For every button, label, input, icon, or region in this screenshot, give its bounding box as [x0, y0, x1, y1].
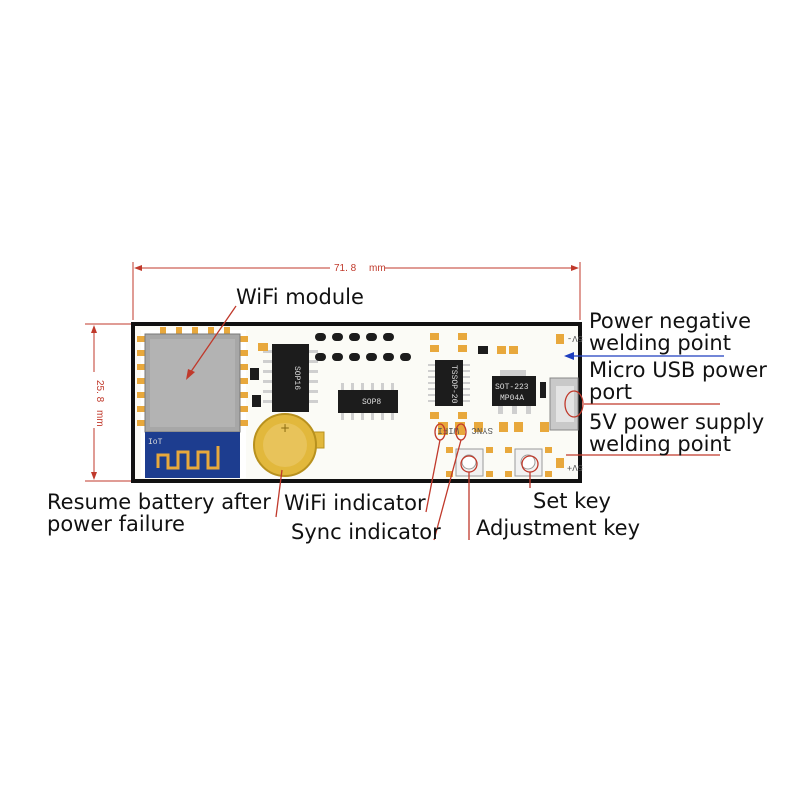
- label-set-key: Set key: [533, 489, 611, 513]
- header-pads: [315, 333, 411, 361]
- wifi-module-mark: IoT: [148, 438, 163, 447]
- label-power-negative-2: welding point: [589, 331, 731, 355]
- silk-5v-neg: 5V-: [567, 333, 583, 343]
- label-wifi-module: WiFi module: [236, 285, 364, 309]
- label-micro-usb-2: port: [589, 380, 633, 404]
- height-dimension: [85, 323, 132, 482]
- label-5v-supply-2: welding point: [589, 432, 731, 456]
- micro-usb-port: [549, 377, 579, 431]
- silk-wifi: WIFI: [437, 425, 459, 435]
- leader-lines: [187, 305, 720, 541]
- sop16-mark: SOP16: [292, 366, 301, 390]
- silk-sync: SYNC: [471, 425, 493, 435]
- tssop20-chip: TSSOP-20: [428, 333, 470, 419]
- width-unit: mm: [369, 263, 386, 274]
- label-adjustment-key: Adjustment key: [476, 516, 641, 540]
- small-components-right: [474, 346, 549, 432]
- width-dimension: [132, 262, 581, 320]
- sop8-mark: SOP8: [362, 398, 381, 407]
- regulator-part: MP04A: [500, 394, 524, 403]
- wifi-module: IoT: [137, 327, 248, 478]
- wifi-module-arrow: [186, 369, 195, 380]
- width-value: 71. 8: [334, 263, 357, 274]
- backup-battery: +: [253, 413, 325, 477]
- silk-5v-pos: 5V+: [567, 462, 583, 472]
- label-battery-2: power failure: [47, 512, 185, 536]
- small-components-left: [250, 343, 268, 407]
- svg-text:+: +: [280, 421, 290, 435]
- label-power-negative-1: Power negative: [589, 309, 752, 333]
- sop16-chip: SOP16: [263, 344, 318, 412]
- label-micro-usb-1: Micro USB power: [589, 358, 767, 382]
- label-wifi-indicator: WiFi indicator: [284, 491, 426, 515]
- sop8-chip: SOP8: [338, 383, 398, 420]
- power-negative-pad: [556, 334, 564, 344]
- sync-led: [455, 422, 465, 435]
- regulator-package: SOT-223: [495, 383, 529, 392]
- switch-pads: [446, 447, 552, 477]
- label-battery-1: Resume battery after: [47, 490, 271, 514]
- power-positive-pad: [556, 458, 564, 468]
- label-5v-supply-1: 5V power supply: [589, 410, 765, 434]
- label-sync-indicator: Sync indicator: [291, 520, 441, 544]
- tssop20-mark: TSSOP-20: [449, 365, 458, 404]
- power-negative-leader: [564, 352, 724, 360]
- height-unit: mm: [94, 410, 105, 427]
- height-value: 25. 8: [94, 380, 105, 403]
- regulator-chip: SOT-223 MP04A: [492, 346, 536, 414]
- wifi-led: [438, 422, 448, 435]
